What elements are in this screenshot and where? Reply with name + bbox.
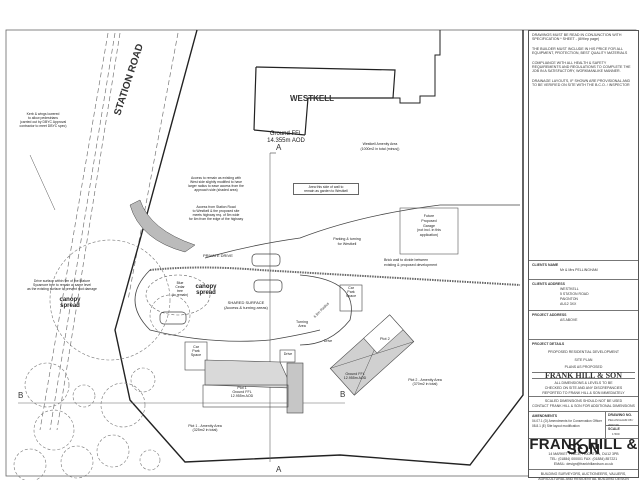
plot2-ffl-label: Ground FFL 12.955m AOD: [343, 372, 367, 381]
plot1-house: [204, 359, 293, 389]
car-park-space-1: Car Park Space: [190, 345, 202, 358]
private-drive-label: PRIVATE DRIVE: [203, 253, 233, 258]
westkell-amenity-label: Westkell Amenity Area (1000m2 in total (…: [360, 142, 400, 151]
firm-block: FRANK HILL & SON 14 MARKET PLACE, PAIGNT…: [529, 436, 638, 470]
garage-note: Future Proposed Garage (not incl. in thi…: [417, 214, 441, 238]
sycamore-canopy-label: canopy spread: [59, 297, 81, 309]
plot1-label: Plot 1 Ground FFL 12.955m AOD: [230, 386, 254, 399]
cars: [159, 253, 283, 325]
access-note-1: Access to remain as existing with West s…: [188, 176, 244, 192]
section-a-top: A: [276, 143, 282, 152]
future-garage: [399, 207, 459, 255]
road-label: STATION ROAD: [112, 43, 146, 117]
building-label: WESTKELL: [290, 94, 334, 103]
amendments-section: AMENDMENTS 04.07.1 (D) Amendments for Co…: [529, 412, 606, 438]
firm-services: BUILDING SURVEYORS, AUCTIONEERS, VALUERS…: [538, 472, 629, 481]
radius-label: 6.5m Radius: [313, 301, 330, 318]
firm-name-small: FRANK HILL & SON: [532, 372, 635, 380]
scale-note-section: SCALED DIMENSIONS SHOULD NOT BE USED CON…: [529, 397, 638, 412]
kerb-note: Kerb & wings lowered to allow pedestrian…: [19, 112, 67, 128]
drawing-info: DRAWING No. PELLINGHAM 08 / 2007 06 SCAL…: [606, 412, 638, 438]
shared-surface-label: SHARED SURFACE (Access & turning areas): [224, 300, 268, 310]
access-note-2: Access from Station Road to Westkell & t…: [188, 205, 244, 221]
plot2-amenity-label: Plot 2 - Amenity Area (370m2 in total): [408, 378, 442, 387]
wall-note: Brick wall to divide between existing & …: [384, 258, 438, 267]
site-boundary: [114, 29, 524, 466]
client-address-section: CLIENTS ADDRESS WESTKELL 5 STATION ROAD …: [529, 280, 638, 311]
cedar-label: Blue Cedar tree (to remain): [171, 281, 189, 297]
existing-ffl-label: Ground FFL 14.355m AOD: [267, 131, 305, 144]
firm-name-large: FRANK HILL & SON: [529, 436, 638, 458]
section-b-right: B: [340, 390, 345, 399]
amendments-row: AMENDMENTS 04.07.1 (D) Amendments for Co…: [529, 412, 638, 439]
tree-canopies: [13, 239, 191, 480]
cedar-canopy-label: canopy spread: [195, 284, 217, 296]
project-details-section: PROJECT DETAILS PROPOSED RESIDENTIAL DEV…: [529, 340, 638, 397]
general-notes: DRAWINGS MUST BE READ IN CONJUNCTION WIT…: [529, 31, 638, 261]
drive-surface-note: Drive surface within 9m of the Mature Sy…: [27, 279, 97, 291]
drive-label-2: Drive: [323, 339, 333, 343]
project-address-section: PROJECT ADDRESS AS ABOVE: [529, 311, 638, 340]
plot1-amenity-label: Plot 1 - Amenity Area (325m2 in total): [188, 424, 222, 433]
car-park-space-2: Car Park Space: [345, 286, 357, 299]
plot2-house: [329, 314, 415, 396]
section-a-bottom: A: [276, 465, 282, 474]
title-block: DRAWINGS MUST BE READ IN CONJUNCTION WIT…: [528, 30, 639, 481]
section-b-left: B: [18, 391, 23, 400]
turning-area-label: Turning Area: [295, 320, 309, 329]
shaded-access-area: [129, 199, 196, 253]
cedar-canopy: [145, 274, 211, 316]
brick-wall: [149, 266, 521, 286]
garden-note: Area this side of wall to remain as gard…: [293, 183, 359, 196]
drive-label-1: Drive: [283, 352, 293, 356]
parking-note: Parking & turning for Westkell: [333, 237, 361, 246]
plot2-title: Plot 2: [380, 337, 390, 341]
client-name-section: CLIENTS NAME Mr & Mrs PELLINGHAM: [529, 261, 638, 280]
